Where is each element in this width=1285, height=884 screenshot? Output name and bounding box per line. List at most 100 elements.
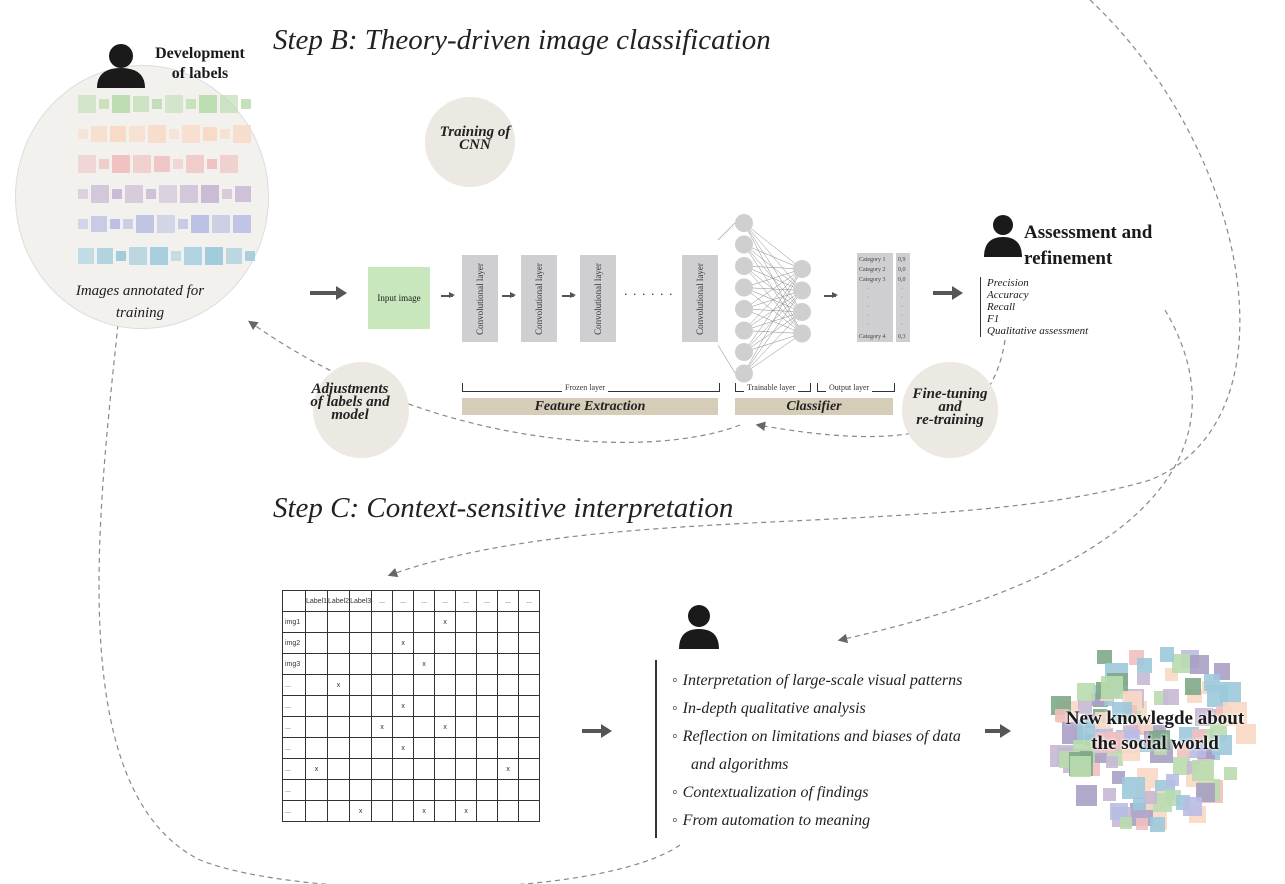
table-cell-mark: x — [392, 632, 415, 654]
adjustments-circle — [313, 362, 409, 458]
table-cell — [349, 716, 373, 738]
label-square — [212, 215, 230, 233]
table-cell — [349, 653, 373, 675]
table-cell — [413, 611, 436, 633]
knowledge-square — [1095, 712, 1112, 729]
knowledge-square — [1097, 649, 1113, 665]
label-square — [78, 248, 94, 264]
table-cell — [413, 632, 436, 654]
list-divider — [655, 660, 657, 838]
table-cell-mark: x — [304, 758, 329, 780]
label-square — [78, 219, 88, 229]
table-cell — [455, 653, 478, 675]
knowledge-square — [1133, 796, 1147, 811]
bullet-icon: ◦ — [672, 728, 678, 745]
table-cell — [349, 611, 373, 633]
dashed-arrow-assessment — [837, 309, 1193, 644]
table-cell — [304, 779, 329, 801]
metric-precision: Precision — [987, 277, 1029, 289]
arrow-icon — [933, 286, 963, 300]
knowledge-square — [1122, 742, 1141, 761]
knowledge-square — [1105, 756, 1118, 769]
table-cell — [392, 653, 415, 675]
arrow-icon — [824, 292, 838, 298]
table-cell — [476, 716, 499, 738]
label-square — [129, 247, 147, 265]
list-item-text: Contextualization of findings — [682, 784, 869, 801]
finetune-line2: and — [938, 399, 962, 415]
table-cell — [476, 800, 499, 822]
table-cell — [349, 632, 373, 654]
table-cell — [455, 758, 478, 780]
label-square — [178, 219, 188, 229]
row-header: ... — [282, 779, 306, 801]
label-square — [112, 95, 130, 113]
table-row: ...x — [282, 674, 541, 696]
dev-labels-line2: of labels — [171, 65, 229, 82]
table-cell — [327, 611, 351, 633]
table-cell — [497, 695, 520, 717]
dashed-arrow-adjustments — [248, 320, 741, 443]
table-cell — [434, 779, 457, 801]
label-square — [245, 251, 255, 261]
dev-labels-line1: Development — [155, 45, 245, 62]
label-square — [78, 189, 88, 199]
label-square — [233, 215, 251, 233]
table-cell — [304, 737, 329, 759]
table-cell — [304, 611, 329, 633]
knowledge-square — [1110, 802, 1128, 821]
metric-recall: Recall — [987, 301, 1016, 313]
value-3: 0,0 — [898, 277, 906, 283]
label-square — [78, 95, 96, 113]
label-square — [199, 95, 217, 113]
nn-node — [735, 364, 753, 383]
value-box — [896, 253, 910, 342]
nn-node — [735, 235, 753, 254]
knowledge-square — [1159, 647, 1175, 662]
category-4: Category 4 — [859, 334, 886, 340]
list-item-text: In-depth qualitative analysis — [682, 700, 866, 717]
table-cell — [392, 758, 415, 780]
table-cell — [327, 695, 351, 717]
knowledge-square — [1166, 774, 1179, 787]
knowledge-square — [1236, 724, 1256, 744]
table-cell — [518, 611, 541, 633]
table-cell — [371, 758, 394, 780]
table-cell — [455, 779, 478, 801]
label-square — [173, 159, 183, 169]
bullet-icon: ◦ — [672, 812, 678, 829]
nn-edge — [743, 268, 803, 374]
finetune-line3: re-training — [916, 412, 984, 428]
column-header: ... — [476, 590, 499, 612]
table-cell — [371, 611, 394, 633]
table-cell — [327, 779, 351, 801]
table-cell — [413, 779, 436, 801]
nn-edge — [743, 265, 803, 270]
knowledge-square — [1101, 676, 1124, 699]
label-square — [159, 185, 177, 203]
nn-edge — [743, 333, 803, 374]
label-square — [136, 215, 154, 233]
metric-qualitative: Qualitative assessment — [987, 325, 1089, 337]
label-square — [201, 185, 219, 203]
nn-edge — [743, 222, 803, 270]
step-c-title: Step C: Context-sensitive interpretation — [273, 492, 734, 524]
list-item-text: Interpretation of large-scale visual pat… — [682, 672, 963, 689]
table-cell — [455, 695, 478, 717]
table-cell — [304, 695, 329, 717]
nn-edge — [743, 268, 803, 288]
knowledge-square — [1069, 755, 1091, 777]
table-cell — [327, 653, 351, 675]
knowledge-square — [1094, 731, 1117, 754]
knowledge-square — [1136, 818, 1149, 831]
label-square — [241, 99, 251, 109]
label-square — [184, 247, 202, 265]
knowledge-square — [1192, 729, 1206, 743]
table-cell — [371, 695, 394, 717]
knowledge-square — [1152, 793, 1173, 813]
label-square — [165, 95, 183, 113]
label-square — [182, 125, 200, 143]
knowledge-square — [1075, 784, 1097, 806]
